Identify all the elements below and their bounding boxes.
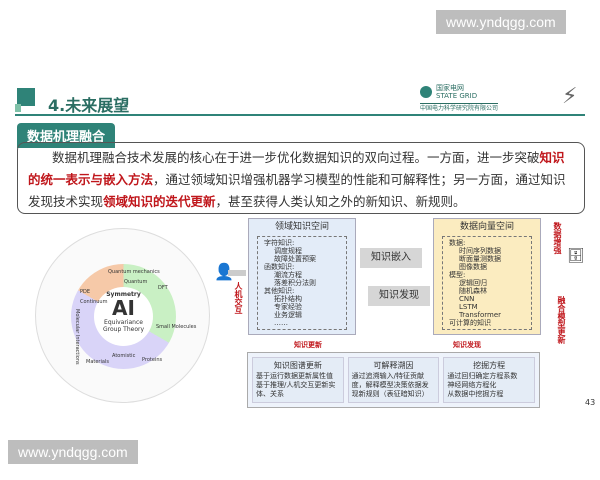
method-item: 基于推理/人机交互更新实体、关系 [256, 381, 336, 398]
page-number: 43 [585, 398, 596, 407]
method-card: 挖掘方程通过回归确定方程系数神经网络方程化从数据中挖掘方程 [443, 357, 536, 403]
group-label: 函数知识: [264, 263, 295, 271]
globe-icon [420, 86, 432, 98]
group-label: 可计算的知识 [449, 319, 491, 327]
wheel-segment: DFT [158, 285, 168, 291]
knowledge-embed-arrow: 知识嵌入 [360, 248, 422, 268]
wheel-word: Group Theory [102, 326, 145, 333]
wheel-segment: Molecular Interactions [74, 309, 80, 365]
page-title: 4.未来展望 [48, 96, 130, 115]
group-label: 数据: [449, 239, 466, 247]
double-arrow-icon [228, 270, 246, 276]
domain-space-title: 领域知识空间 [274, 222, 329, 232]
method-title: 可解释溯因 [373, 361, 414, 370]
wheel-word: Equivariance [104, 319, 143, 326]
method-title: 知识图谱更新 [273, 361, 322, 370]
section-label: 数据机理融合 [17, 123, 116, 148]
wheel-segment: Materials [86, 359, 109, 365]
method-item: 通过追溯输入/特征贡献度，解释模型决策依据发现新规则（表征暗知识） [351, 372, 429, 398]
group-item: 随机森林 [459, 287, 487, 295]
method-item: 通过回归确定方程系数 [447, 372, 518, 380]
group-item: 故障处置预案 [274, 255, 316, 263]
group-item: 时间序列数据 [459, 247, 501, 255]
update-label: 知识更新 [294, 340, 322, 350]
intro-paragraph: 数据机理融合技术发展的核心在于进一步优化数据知识的双向过程。一方面，进一步突破知… [17, 142, 585, 214]
ai-science-wheel: Symmetry AI Equivariance Group Theory Qu… [35, 228, 210, 403]
title-rule [15, 114, 585, 116]
group-item: CNN [459, 295, 475, 303]
group-label: 其他知识: [264, 287, 295, 295]
group-item: 调度规程 [274, 247, 302, 255]
model-update-label: 融合模型更新 [557, 296, 566, 344]
group-item: 落差积分法则 [274, 279, 316, 287]
method-item: 从数据中挖掘方程 [447, 390, 504, 398]
wheel-ai: AI [112, 296, 135, 320]
discover-label: 知识发现 [453, 340, 481, 350]
wheel-segment: Continuum [80, 299, 108, 305]
data-enhance-label: 数据增强 [553, 222, 562, 254]
update-text: 知识更新 [294, 341, 322, 349]
group-item: 潮流方程 [274, 271, 302, 279]
wheel-word: Symmetry [106, 291, 141, 298]
para-highlight: 知识的统一表示与嵌入方法 [28, 150, 565, 187]
para-text: ，甚至获得人类认知之外的新知识、新规则。 [215, 194, 466, 209]
method-item: 神经网络方程化 [447, 381, 497, 389]
wheel-segment: Small Molecules [156, 324, 197, 330]
group-item: 专家经验 [274, 303, 302, 311]
wheel-segment: Atomistic [112, 353, 136, 359]
group-item: 拓扑结构 [274, 295, 302, 303]
para-highlight: 领域知识的迭代更新 [103, 194, 216, 209]
wheel-segment: Proteins [142, 357, 163, 363]
logo-name: 国家电网 [436, 84, 464, 92]
vector-space-title: 数据向量空间 [459, 222, 514, 232]
knowledge-discover-arrow: 知识发现 [368, 286, 430, 306]
group-label: 字符知识: [264, 239, 295, 247]
group-item: 逻辑回归 [459, 279, 487, 287]
group-item: LSTM [459, 303, 478, 311]
discover-text: 知识发现 [453, 341, 481, 349]
group-item: Transformer [459, 311, 502, 319]
para-text: 数据机理融合技术发展的核心在于进一步优化数据知识的双向过程。一方面，进一步突破 [52, 150, 540, 165]
watermark-bottom: www.yndqgg.com [8, 440, 138, 464]
human-interaction-label: 人机交互 [234, 282, 243, 314]
wheel-segment: PDE [80, 289, 91, 295]
method-card: 知识图谱更新基于运行数据更新属性值基于推理/人机交互更新实体、关系 [252, 357, 344, 403]
group-item: 业务逻辑 [274, 311, 302, 319]
watermark-top: www.yndqgg.com [436, 10, 566, 34]
method-card: 可解释溯因通过追溯输入/特征贡献度，解释模型决策依据发现新规则（表征暗知识） [347, 357, 440, 403]
domain-knowledge-space: 领域知识空间 字符知识:调度规程故障处置预案函数知识:潮流方程落差积分法则其他知… [248, 218, 356, 335]
person-icon: 👤 [214, 262, 234, 281]
wheel-segment: Quantum mechanics [108, 269, 160, 275]
method-title: 挖掘方程 [473, 361, 506, 370]
title-marker-accent [15, 104, 21, 112]
title-marker [17, 88, 35, 106]
group-label: 模型: [449, 271, 466, 279]
logo-org: 中国电力科学研究院有限公司 [420, 103, 499, 112]
para-text: ，通过领域知识增强机器学习模型的性能和可解释性；另一方面，通过知识发现技术实现 [28, 172, 566, 209]
logo-en: STATE GRID [436, 92, 478, 100]
group-item: 图像数据 [459, 263, 487, 271]
database-icon: 🗄 [567, 248, 585, 264]
power-tower-icon: ⚡ [562, 84, 578, 109]
wheel-segment: Quantum [124, 279, 148, 285]
knowledge-methods-panel: 知识图谱更新基于运行数据更新属性值基于推理/人机交互更新实体、关系可解释溯因通过… [247, 352, 540, 408]
group-item: 断面量测数据 [459, 255, 501, 263]
wheel-center: Symmetry AI Equivariance Group Theory [94, 287, 153, 346]
method-item: 基于运行数据更新属性值 [256, 372, 333, 380]
group-item: …… [274, 319, 288, 327]
